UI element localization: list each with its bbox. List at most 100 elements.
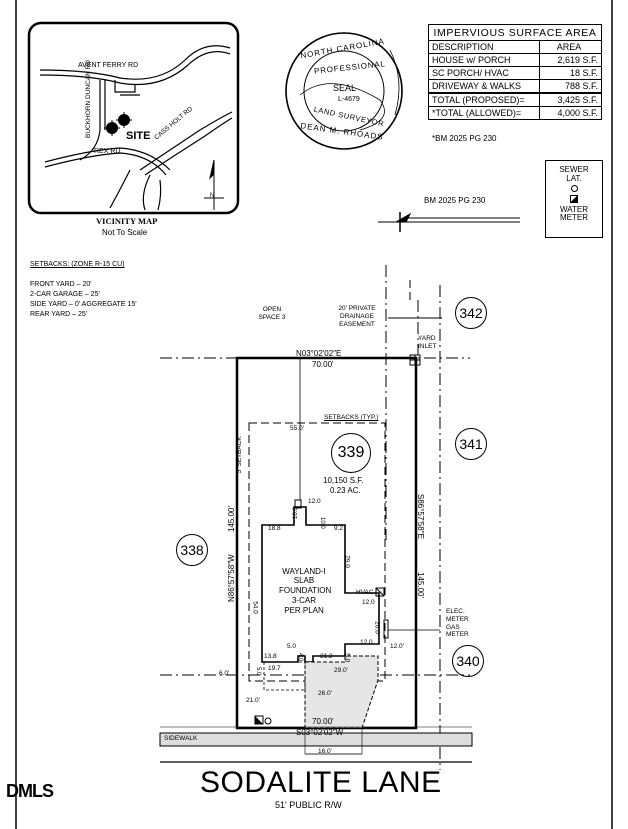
dimension: 5.0: [255, 667, 261, 676]
water-meter-icon: [570, 194, 578, 203]
lot-number-main: 339: [331, 433, 371, 473]
meter-label-line: GAS: [446, 623, 460, 631]
setback-item: SIDE YARD – 0' AGGREGATE 15': [30, 301, 137, 308]
house-footprint: [261, 506, 380, 663]
table-cell: DRIVEWAY & WALKS: [429, 80, 540, 92]
street-name: SODALITE LANE: [200, 766, 442, 799]
north-label: N: [210, 193, 215, 199]
table-cell: 2,619 S.F.: [557, 55, 598, 65]
lot-number-left: 338: [176, 534, 208, 566]
dimension: 5.0: [343, 653, 351, 663]
dimension: 54.0: [251, 601, 259, 614]
main-north-arrow-icon: [378, 212, 520, 232]
table-cell: 18 S.F.: [569, 68, 598, 78]
dimension: 18.8: [268, 525, 281, 532]
meter-label: ELEC. METER GAS METER: [446, 608, 469, 639]
south-distance: 70.00': [312, 717, 334, 726]
professional-seal: [285, 32, 403, 150]
north-distance: 70.00': [312, 360, 334, 369]
lot-area-ac: 0.23 AC.: [330, 486, 361, 495]
dimension: 26.0': [318, 690, 332, 697]
table-cell: *TOTAL (ALLOWED)=: [429, 107, 540, 119]
setback-item: REAR YARD – 25': [30, 311, 88, 318]
north-arrow-reference: BM 2025 PG 230: [424, 196, 486, 205]
south-bearing: S03°02'02"W: [296, 728, 344, 737]
table-header: AREA: [556, 42, 582, 52]
dimension: 29.0: [343, 555, 351, 568]
sewer-label: SEWER LAT.: [559, 165, 589, 183]
vicinity-roads: [39, 45, 233, 211]
house-plan: PER PLAN: [284, 606, 324, 615]
utility-legend: SEWER LAT. WATER METER: [545, 160, 603, 238]
left-distance: 145.00': [227, 506, 236, 532]
road-label: REX RD: [94, 148, 121, 155]
drainage-easement-label: 20' PRIVATE DRAINAGE EASEMENT: [338, 305, 376, 329]
lot-number-right-top: 342: [455, 297, 487, 329]
dimension: 12.0: [360, 639, 373, 646]
dimension: 12.0: [362, 599, 375, 606]
meter-label-line: ELEC.: [446, 608, 465, 615]
street-row: 51' PUBLIC R/W: [275, 800, 342, 810]
north-arrow-icon: [204, 159, 224, 210]
table-cell: HOUSE w/ PORCH: [429, 54, 540, 66]
dimension: 20.0: [373, 621, 381, 634]
table-cell: TOTAL (PROPOSED)=: [429, 94, 540, 106]
dimension: 16.0': [318, 748, 332, 755]
meter-label-line: METER: [446, 631, 469, 639]
setback-item: FRONT YARD – 20': [30, 281, 92, 288]
road-label: BUCKHORN DUNCAN RD: [85, 59, 92, 138]
vicinity-map-frame: [27, 21, 240, 215]
right-distance: 145.00': [416, 572, 425, 598]
open-space-label: OPEN SPACE 3: [258, 306, 286, 322]
sidewalk-label: SIDEWALK: [164, 735, 198, 742]
watermark: DMLS: [6, 781, 54, 801]
yard-inlet-label: YARD INLET: [418, 335, 437, 351]
vicinity-map-title: VICINITY MAP: [96, 216, 158, 226]
road-label: AVENT FERRY RD: [78, 62, 139, 69]
house-foundation: FOUNDATION: [279, 586, 332, 595]
dimension: 5.0: [287, 643, 297, 650]
rear-setback-dim: 55.0': [290, 425, 304, 432]
water-label: WATER METER: [560, 204, 588, 223]
house-model: WAYLAND-I: [282, 567, 326, 576]
table-header: DESCRIPTION: [429, 41, 540, 53]
table-cell: SC PORCH/ HVAC: [429, 67, 540, 79]
dimension: 13.8: [264, 653, 277, 660]
setbacks-typ-label: SETBACKS (TYP.): [324, 414, 379, 421]
table-cell: 788 S.F.: [564, 81, 598, 91]
table-cell: 4,000 S.F.: [557, 108, 598, 118]
dimension: 10.0: [293, 507, 299, 519]
dimension: 21.2: [320, 653, 333, 660]
north-bearing: N03°02'02"E: [296, 349, 342, 358]
table-title: IMPERVIOUS SURFACE AREA: [433, 26, 597, 39]
dimension: 9.2: [334, 525, 344, 532]
sewer-icon: [570, 184, 578, 192]
right-bearing: S86°57'58"E: [416, 494, 425, 539]
dimension: 21.0': [246, 697, 260, 704]
seal-license: L-4679: [338, 96, 360, 103]
hvac-label: HVAC: [356, 589, 374, 596]
house-slab: SLAB: [293, 576, 315, 585]
hvac-box: [375, 587, 385, 597]
vicinity-map-subtitle: Not To Scale: [102, 228, 148, 237]
table-cell: 3,425 S.F.: [557, 95, 598, 105]
dimension: 29.0': [334, 667, 348, 674]
house-garage: 3-CAR: [291, 596, 316, 605]
seal-seal: SEAL: [333, 83, 357, 93]
setback-item: 2-CAR GARAGE – 25': [30, 291, 100, 298]
dimension: 12.0': [390, 643, 404, 650]
dimension: 6.0': [219, 670, 230, 677]
dimension: 10.0: [319, 517, 325, 529]
dimension: 12.0: [308, 498, 321, 505]
dimension: 19.7: [268, 665, 281, 672]
setbacks-title: SETBACKS: (ZONE R-15 CU): [30, 261, 125, 268]
lot-number-right-bottom: 340: [452, 645, 484, 677]
site-label: SITE: [126, 130, 151, 142]
lot-number-right-mid: 341: [455, 428, 487, 460]
left-bearing: N86°57'58"W: [227, 554, 236, 602]
sidewalk: [159, 732, 473, 747]
meter-label-line: METER: [446, 615, 469, 623]
side-setback-label: 5' SETBACK: [235, 436, 243, 474]
